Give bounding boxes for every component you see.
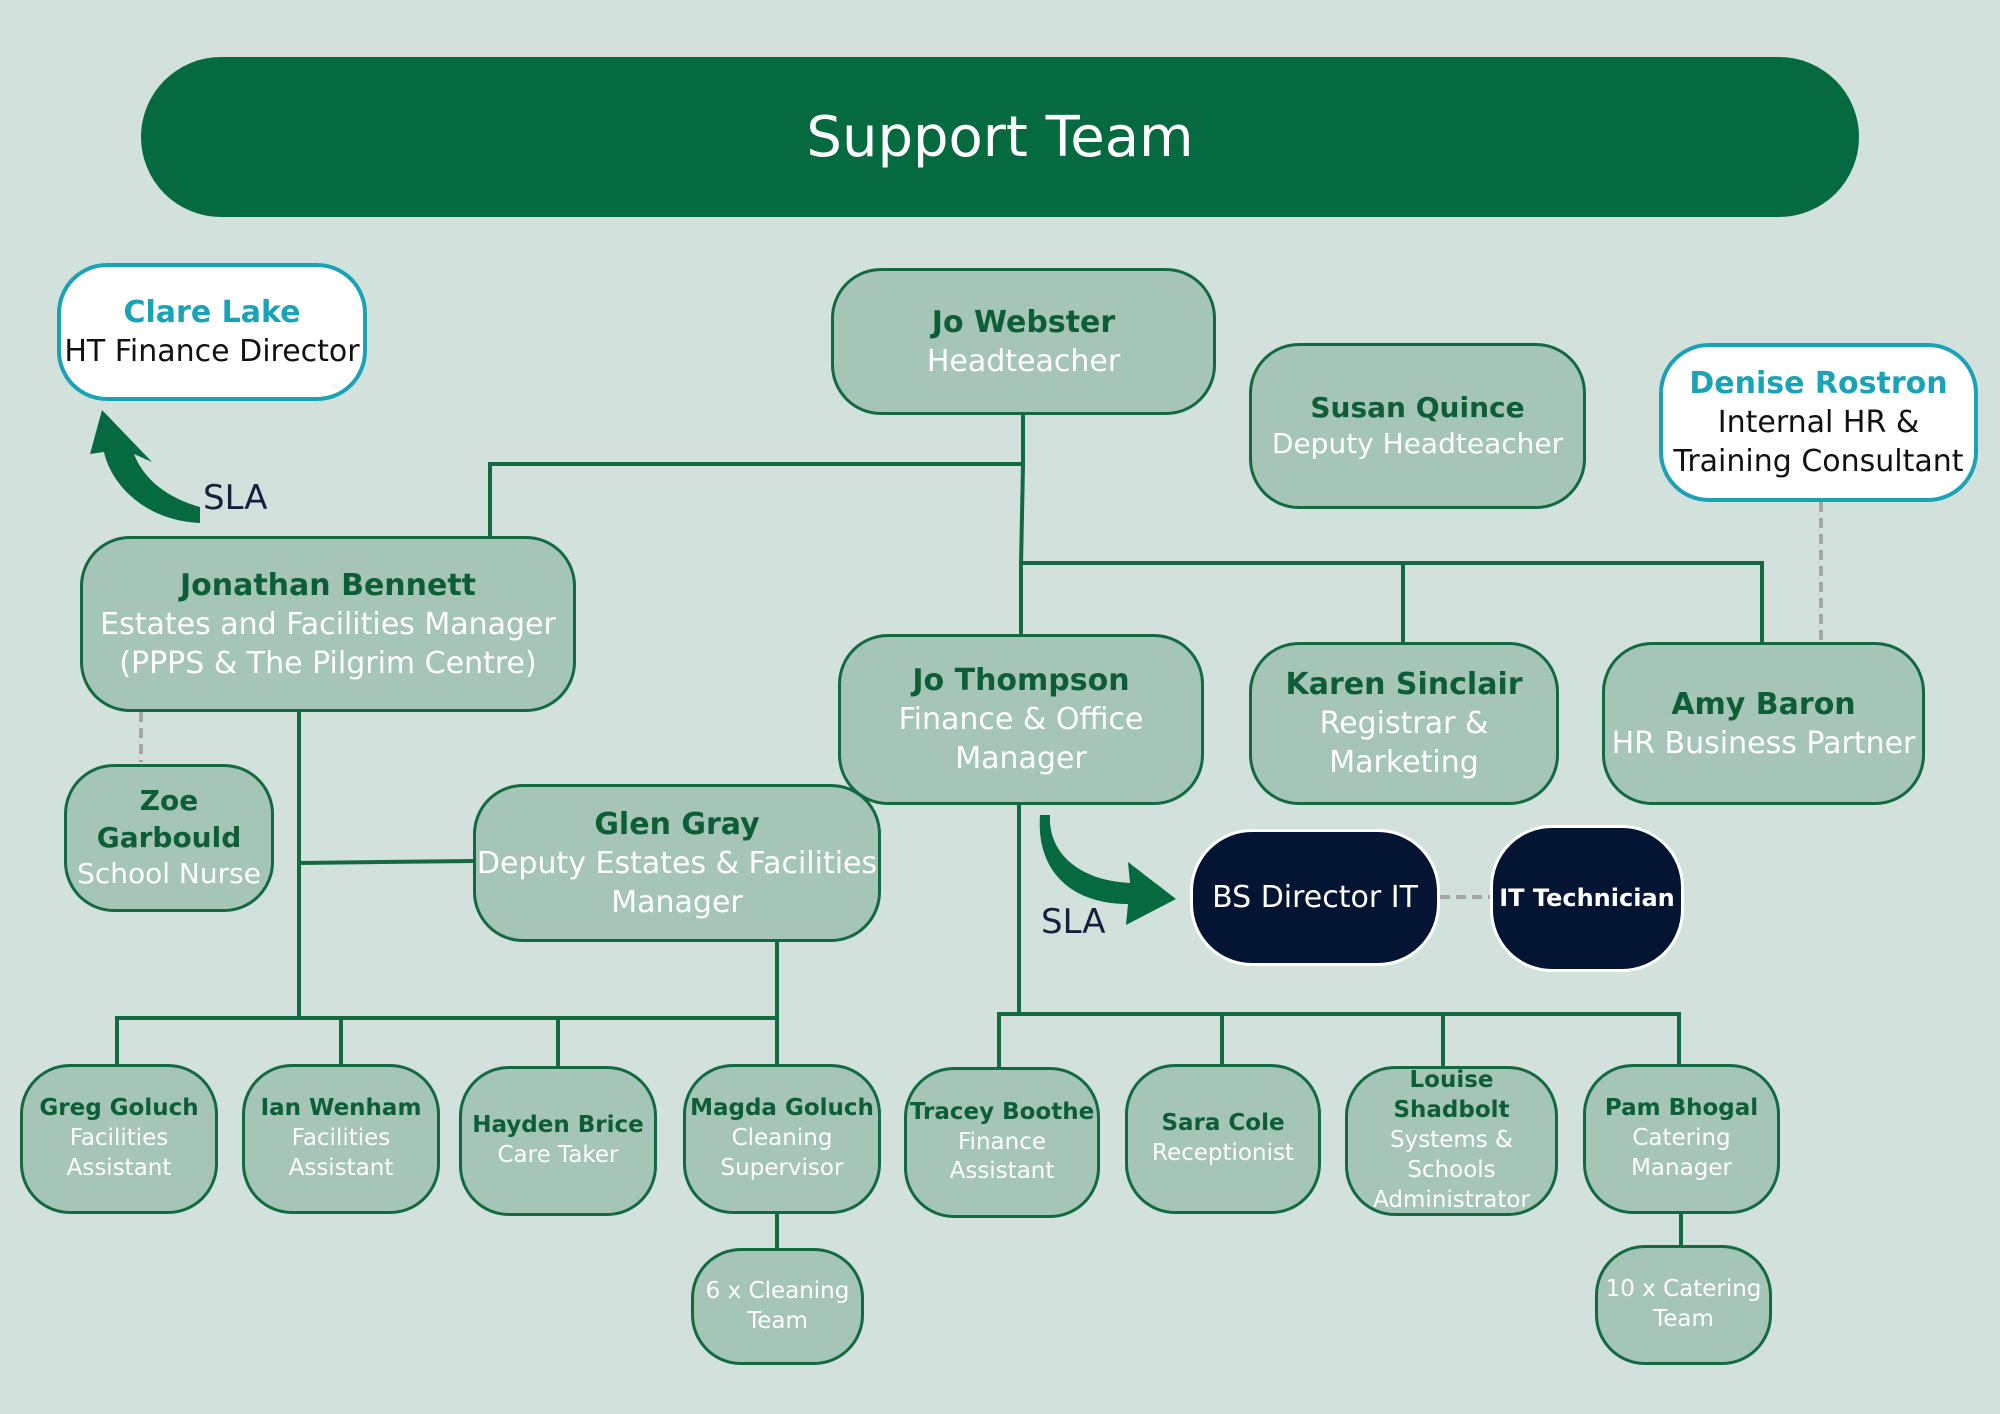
node-it-technician: IT Technician xyxy=(1490,825,1684,972)
node-role: Manager xyxy=(1631,1154,1732,1181)
node-role: IT Technician xyxy=(1499,883,1675,912)
node-name: Magda Goluch xyxy=(690,1095,874,1122)
node-amy-baron: Amy Baron HR Business Partner xyxy=(1602,642,1925,805)
node-role: Team xyxy=(747,1307,808,1334)
node-name: Susan Quince xyxy=(1310,390,1525,424)
node-role: 10 x Catering xyxy=(1605,1276,1762,1303)
node-role: Internal HR & xyxy=(1717,405,1920,440)
node-name: Amy Baron xyxy=(1671,686,1856,722)
node-role: Headteacher xyxy=(926,343,1121,379)
node-role: HR Business Partner xyxy=(1611,725,1916,761)
node-role: Deputy Estates & Facilities xyxy=(476,845,878,881)
node-role: Assistant xyxy=(66,1154,172,1181)
node-role: Registrar & xyxy=(1319,706,1489,741)
node-hayden-brice: Hayden Brice Care Taker xyxy=(459,1066,657,1216)
node-role: Receptionist xyxy=(1152,1140,1294,1166)
node-role: Systems & Schools xyxy=(1390,1127,1513,1183)
node-name: Jonathan Bennett xyxy=(179,567,477,603)
node-name: Glen Gray xyxy=(594,806,760,842)
node-role: Care Taker xyxy=(497,1142,619,1168)
node-role: 6 x Cleaning xyxy=(705,1277,850,1304)
node-role: Team xyxy=(1653,1306,1714,1332)
node-role: Cleaning xyxy=(731,1125,833,1152)
header-banner: Support Team xyxy=(141,57,1859,217)
page-title: Support Team xyxy=(806,104,1194,170)
node-role: Finance & Office xyxy=(898,702,1144,737)
node-role: Assistant xyxy=(288,1154,394,1181)
connector xyxy=(296,858,476,866)
node-pam-bhogal: Pam Bhogal Catering Manager xyxy=(1583,1064,1780,1214)
node-name: Zoe Garbould xyxy=(96,784,242,854)
node-bs-director-it: BS Director IT xyxy=(1190,829,1440,966)
node-role: HT Finance Director xyxy=(64,334,360,369)
node-catering-team: 10 x Catering Team xyxy=(1595,1245,1772,1365)
node-ian-wenham: Ian Wenham Facilities Assistant xyxy=(242,1064,440,1214)
node-tracey-boothe: Tracey Boothe Finance Assistant xyxy=(904,1067,1100,1218)
node-role: Administrator xyxy=(1373,1186,1530,1213)
node-role: School Nurse xyxy=(77,857,261,891)
node-name: Sara Cole xyxy=(1161,1110,1285,1137)
sla-label: SLA xyxy=(203,478,268,518)
node-name: Jo Thompson xyxy=(912,663,1130,698)
node-greg-goluch: Greg Goluch Facilities Assistant xyxy=(20,1064,218,1214)
node-role: Facilities xyxy=(69,1125,169,1152)
node-denise-rostron: Denise Rostron Internal HR & Training Co… xyxy=(1659,343,1978,502)
node-name: Clare Lake xyxy=(123,295,301,330)
node-name: Denise Rostron xyxy=(1689,366,1948,401)
node-jo-thompson: Jo Thompson Finance & Office Manager xyxy=(838,634,1204,805)
node-susan-quince: Susan Quince Deputy Headteacher xyxy=(1249,343,1586,509)
node-role: Deputy Headteacher xyxy=(1271,427,1564,460)
sla-arrow-it xyxy=(1039,815,1176,925)
node-zoe-garbould: Zoe Garbould School Nurse xyxy=(64,764,274,912)
node-role: Finance xyxy=(958,1128,1046,1155)
node-karen-sinclair: Karen Sinclair Registrar & Marketing xyxy=(1249,642,1559,805)
node-role: (PPPS & The Pilgrim Centre) xyxy=(119,645,537,681)
node-role: Catering xyxy=(1632,1125,1731,1152)
node-clare-lake: Clare Lake HT Finance Director xyxy=(57,263,367,401)
node-role: Assistant xyxy=(949,1158,1055,1185)
node-name: Tracey Boothe xyxy=(909,1098,1095,1125)
node-jo-webster: Jo Webster Headteacher xyxy=(831,268,1216,415)
node-name: Louise Shadbolt xyxy=(1393,1067,1510,1124)
connector xyxy=(1018,461,1026,568)
node-name: Jo Webster xyxy=(931,304,1116,340)
sla-arrow-clare xyxy=(90,410,200,523)
node-magda-goluch: Magda Goluch Cleaning Supervisor xyxy=(683,1064,881,1214)
node-name: Greg Goluch xyxy=(39,1095,199,1122)
node-name: Ian Wenham xyxy=(260,1095,422,1122)
node-name: Pam Bhogal xyxy=(1604,1095,1759,1122)
node-role: Supervisor xyxy=(720,1154,844,1181)
node-role: Manager xyxy=(955,741,1087,776)
node-role: Facilities xyxy=(291,1125,391,1152)
node-jonathan-bennett: Jonathan Bennett Estates and Facilities … xyxy=(80,536,576,712)
node-glen-gray: Glen Gray Deputy Estates & Facilities Ma… xyxy=(473,784,881,942)
node-sara-cole: Sara Cole Receptionist xyxy=(1125,1064,1321,1214)
node-role: Manager xyxy=(611,884,743,920)
sla-label: SLA xyxy=(1041,902,1106,942)
node-name: Karen Sinclair xyxy=(1285,667,1523,702)
node-role: BS Director IT xyxy=(1212,880,1418,915)
node-role: Marketing xyxy=(1329,745,1479,780)
node-cleaning-team: 6 x Cleaning Team xyxy=(691,1248,864,1365)
node-louise-shadbolt: Louise Shadbolt Systems & Schools Admini… xyxy=(1345,1066,1558,1216)
node-name: Hayden Brice xyxy=(472,1112,644,1139)
node-role: Training Consultant xyxy=(1673,444,1964,479)
node-role: Estates and Facilities Manager xyxy=(100,606,556,642)
